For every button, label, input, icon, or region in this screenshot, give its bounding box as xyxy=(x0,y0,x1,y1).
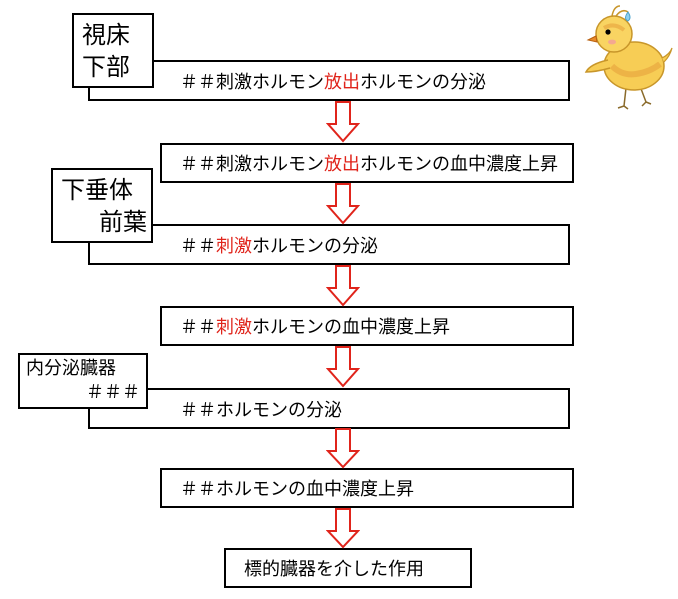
down-arrow-icon xyxy=(326,183,360,225)
down-arrow-icon xyxy=(326,428,360,469)
pituitary-label-line2: 前葉 xyxy=(99,207,147,236)
step-text-6: ＃＃ホルモンの血中濃度上昇 xyxy=(180,479,414,500)
step-box-2: ＃＃刺激ホルモン放出ホルモンの血中濃度上昇 xyxy=(160,143,574,183)
pituitary-label-line1: 下垂体 xyxy=(61,175,133,204)
hypothalamus-label-line2: 下部 xyxy=(82,52,130,81)
step-box-4: ＃＃刺激ホルモンの血中濃度上昇 xyxy=(160,306,574,346)
down-arrow-icon xyxy=(326,101,360,143)
step-text-4: ＃＃刺激ホルモンの血中濃度上昇 xyxy=(180,317,450,338)
step-box-1: ＃＃刺激ホルモン放出ホルモンの分泌 xyxy=(88,60,570,101)
down-arrow-icon xyxy=(326,265,360,307)
step-text-7: 標的臓器を介した作用 xyxy=(244,559,424,580)
hypothalamus-label: 視床 下部 xyxy=(72,13,154,88)
endocrine-label: 内分泌臓器 ＃＃＃ xyxy=(18,353,148,409)
endocrine-label-line1: 内分泌臓器 xyxy=(26,358,116,379)
hypothalamus-label-line1: 視床 xyxy=(82,20,130,49)
step-box-3: ＃＃刺激ホルモンの分泌 xyxy=(88,224,570,265)
step-text-5: ＃＃ホルモンの分泌 xyxy=(180,399,342,421)
step-text-2: ＃＃刺激ホルモン放出ホルモンの血中濃度上昇 xyxy=(180,154,558,175)
step-box-5: ＃＃ホルモンの分泌 xyxy=(88,388,570,429)
endocrine-label-line2: ＃＃＃ xyxy=(86,382,140,403)
step-text-1: ＃＃刺激ホルモン放出ホルモンの分泌 xyxy=(180,71,486,93)
step-box-6: ＃＃ホルモンの血中濃度上昇 xyxy=(160,468,574,508)
down-arrow-icon xyxy=(326,508,360,549)
step-box-7: 標的臓器を介した作用 xyxy=(224,548,472,588)
pituitary-label: 下垂体 前葉 xyxy=(51,168,153,243)
down-arrow-icon xyxy=(326,346,360,388)
chick-icon xyxy=(584,5,673,110)
step-text-3: ＃＃刺激ホルモンの分泌 xyxy=(180,235,378,257)
